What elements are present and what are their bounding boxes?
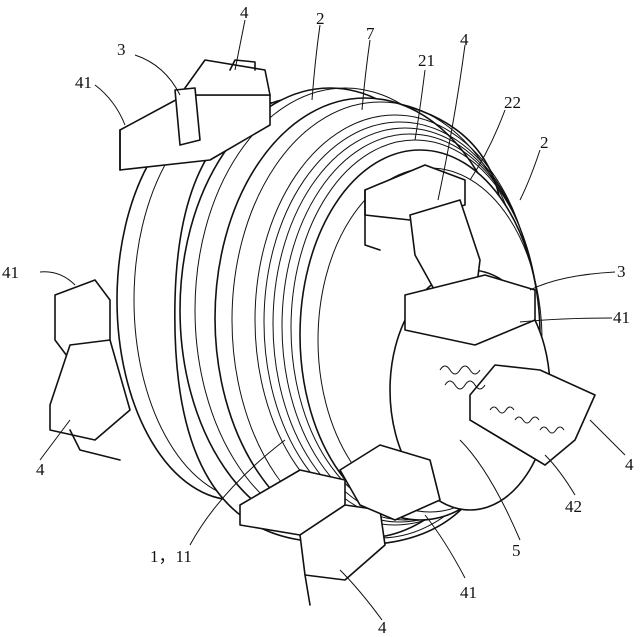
label-41-right: 41 — [613, 308, 630, 327]
label-22: 22 — [504, 93, 521, 112]
label-2-top: 2 — [316, 9, 325, 28]
label-4-bottom: 4 — [378, 618, 387, 637]
label-2-right: 2 — [540, 133, 549, 152]
label-21: 21 — [418, 51, 435, 70]
label-3-top: 3 — [117, 40, 126, 59]
label-5: 5 — [512, 541, 521, 560]
label-42: 42 — [565, 497, 582, 516]
label-4-left: 4 — [36, 460, 45, 479]
label-41-left: 41 — [2, 263, 19, 282]
label-7: 7 — [366, 24, 375, 43]
label-3-right: 3 — [617, 262, 626, 281]
label-41-bottom: 41 — [460, 583, 477, 602]
label-4-top: 4 — [240, 3, 249, 22]
label-41-top: 41 — [75, 73, 92, 92]
label-4-right: 4 — [625, 455, 634, 474]
label-4-upper-right: 4 — [460, 30, 469, 49]
label-1-11: 1，11 — [150, 547, 192, 566]
